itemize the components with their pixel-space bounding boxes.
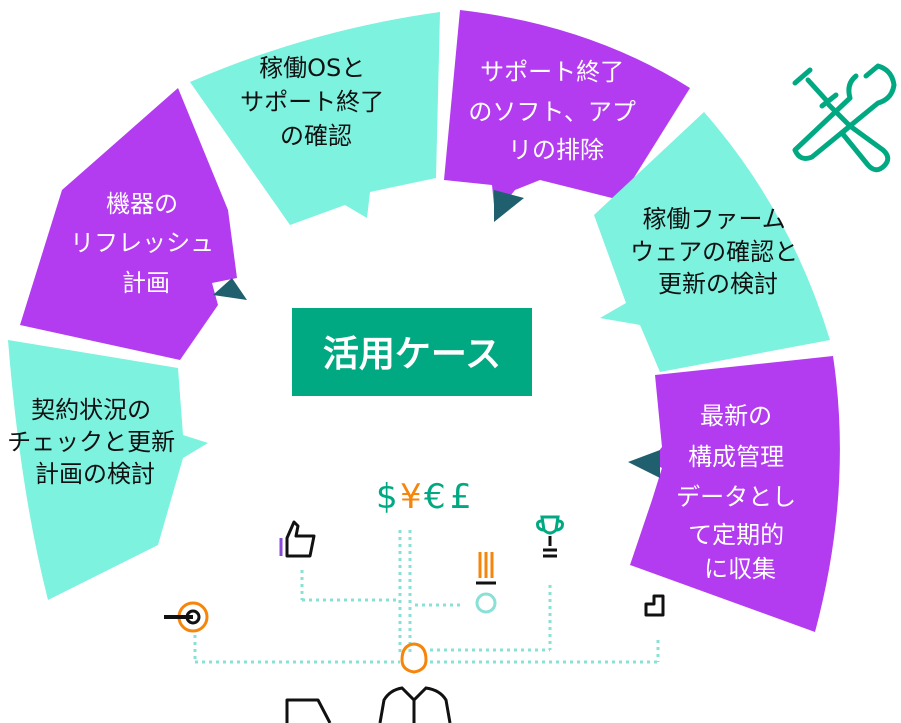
currency-symbols: $ ¥ € £ xyxy=(376,477,472,517)
laptop-icon xyxy=(285,698,332,723)
config-pointer xyxy=(628,450,660,478)
segment-firmware: 稼働ファーム ウェアの確認と 更新の検討 xyxy=(594,112,830,372)
center-box: 活用ケース xyxy=(292,308,532,396)
segment-refresh-label: 機器の リフレッシュ 計画 xyxy=(70,190,222,297)
segment-config: 最新の 構成管理 データとし て定期的 に収集 xyxy=(628,356,840,632)
person-icon xyxy=(378,642,452,723)
segment-refresh: 機器の リフレッシュ 計画 xyxy=(20,88,247,360)
center-label: 活用ケース xyxy=(323,334,501,375)
segment-eol: サポート終了 のソフト、アプ リの排除 xyxy=(444,10,690,222)
thumbs-up-icon xyxy=(279,520,316,558)
yen-symbol: ¥ xyxy=(400,477,422,517)
target-icon xyxy=(164,601,209,633)
stairs-icon xyxy=(644,594,665,617)
dollar-symbol: $ xyxy=(376,477,398,517)
medal-icon xyxy=(475,552,497,614)
segment-os: 稼働OSと サポート終了 の確認 xyxy=(190,12,440,225)
pound-symbol: £ xyxy=(450,477,472,517)
segment-contract-label: 契約状況の チェックと更新 計画の検討 xyxy=(7,396,183,488)
segment-os-label: 稼働OSと サポート終了 の確認 xyxy=(240,54,392,150)
refresh-pointer xyxy=(213,278,247,300)
network-lines xyxy=(193,530,660,664)
segment-contract: 契約状況の チェックと更新 計画の検討 xyxy=(7,340,208,600)
segment-eol-label: サポート終了 のソフト、アプ リの排除 xyxy=(468,58,643,164)
trophy-icon xyxy=(536,515,564,558)
segment-firmware-label: 稼働ファーム ウェアの確認と 更新の検討 xyxy=(630,205,806,298)
tools-icon xyxy=(792,63,897,173)
eol-pointer xyxy=(494,190,524,222)
euro-symbol: € xyxy=(424,477,446,517)
segment-config-label: 最新の 構成管理 データとし て定期的 に収集 xyxy=(676,402,804,583)
